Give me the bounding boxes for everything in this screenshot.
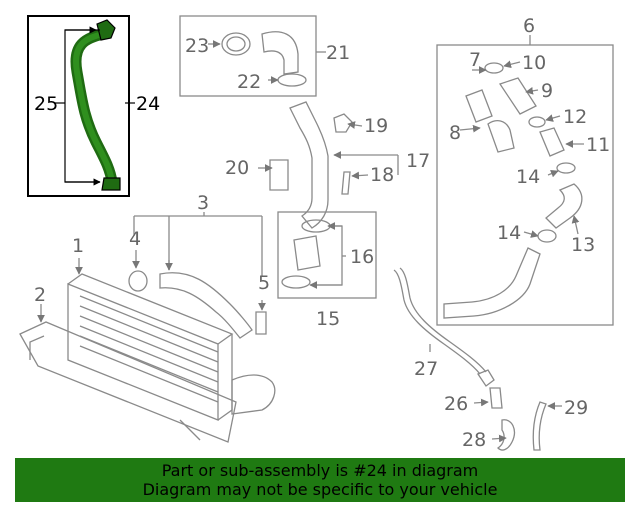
callout-23: 23: [185, 35, 209, 57]
info-banner: Part or sub-assembly is #24 in diagram D…: [15, 458, 625, 502]
callout-1: 1: [72, 235, 84, 257]
pipe-assembly-6-panel: [436, 35, 614, 326]
callout-18: 18: [370, 164, 394, 186]
vacuum-hose-group: [393, 267, 562, 451]
callout-8: 8: [449, 122, 461, 144]
callout-25: 25: [34, 93, 58, 115]
callout-21: 21: [326, 42, 350, 64]
callout-16: 16: [350, 246, 374, 268]
callout-14-lower: 14: [497, 222, 521, 244]
callout-11: 11: [586, 134, 610, 156]
banner-line-2: Diagram may not be specific to your vehi…: [142, 480, 498, 499]
callout-27: 27: [414, 358, 438, 380]
intercooler-group: [19, 212, 276, 443]
callout-4: 4: [129, 228, 141, 250]
callout-14-upper: 14: [516, 166, 540, 188]
callout-17: 17: [406, 150, 430, 172]
callout-22: 22: [237, 71, 261, 93]
callout-3: 3: [197, 192, 209, 214]
callout-19: 19: [364, 115, 388, 137]
callout-12: 12: [563, 106, 587, 128]
callout-24: 24: [136, 93, 160, 115]
hose-15-panel: [277, 211, 377, 299]
callout-28: 28: [462, 429, 486, 451]
callout-10: 10: [522, 52, 546, 74]
hose-21-panel: [179, 15, 326, 97]
callout-7: 7: [469, 49, 481, 71]
callout-9: 9: [541, 80, 553, 102]
hose-24-panel: 25 24: [27, 15, 160, 197]
callout-20: 20: [225, 157, 249, 179]
callout-26: 26: [444, 393, 468, 415]
banner-line-1: Part or sub-assembly is #24 in diagram: [161, 461, 479, 480]
callout-15: 15: [316, 308, 340, 330]
callout-29: 29: [564, 397, 588, 419]
callout-6: 6: [523, 15, 535, 37]
callout-2: 2: [34, 284, 46, 306]
callout-13: 13: [571, 234, 595, 256]
callout-5: 5: [258, 272, 270, 294]
pipe-17-group: [258, 101, 399, 229]
